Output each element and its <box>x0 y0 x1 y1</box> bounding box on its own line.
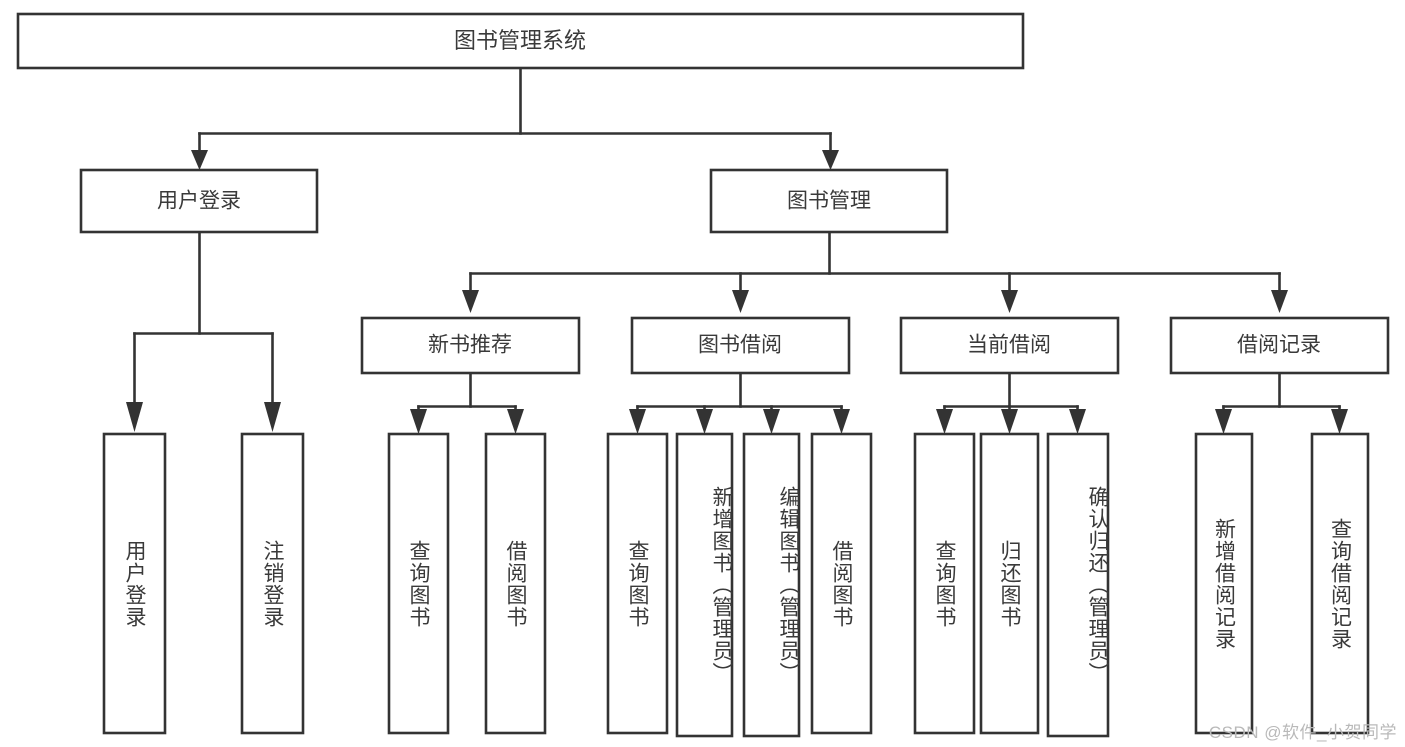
node-leaf-edit-book[interactable] <box>742 432 801 738</box>
node-root[interactable]: 图书管理系统 <box>16 12 1025 70</box>
connector-current-borrow-to-leaves <box>936 371 1086 434</box>
node-leaf-borrow-book-1[interactable] <box>484 432 547 735</box>
node-leaf-add-record[interactable] <box>1194 432 1254 735</box>
connector-borrow-record-to-leaves <box>1215 371 1348 434</box>
node-leaf-query-book-2[interactable] <box>606 432 669 735</box>
node-user-login-label: 用户登录 <box>157 190 241 213</box>
node-leaf-user-login[interactable] <box>102 432 167 735</box>
node-new-book-rec[interactable]: 新书推荐 <box>360 316 581 375</box>
node-leaf-confirm-return[interactable] <box>1046 432 1110 738</box>
node-leaf-query-book-1[interactable] <box>387 432 450 735</box>
connector-book-manage-to-level3 <box>462 230 1288 313</box>
node-borrow-record-label: 借阅记录 <box>1237 334 1321 357</box>
node-leaf-query-book-3[interactable] <box>913 432 976 735</box>
node-current-borrow-label: 当前借阅 <box>967 334 1051 357</box>
node-borrow-record[interactable]: 借阅记录 <box>1169 316 1390 375</box>
connector-root-to-level2 <box>191 66 839 170</box>
node-book-borrow[interactable]: 图书借阅 <box>630 316 851 375</box>
node-book-manage[interactable]: 图书管理 <box>709 168 949 234</box>
node-root-label: 图书管理系统 <box>454 28 586 53</box>
node-new-book-rec-label: 新书推荐 <box>428 334 512 357</box>
node-current-borrow[interactable]: 当前借阅 <box>899 316 1120 375</box>
connector-new-book-rec-to-leaves <box>410 371 524 434</box>
node-leaf-borrow-book-2[interactable] <box>810 432 873 735</box>
node-user-login[interactable]: 用户登录 <box>79 168 319 234</box>
connector-user-login-to-leaves <box>126 230 281 432</box>
node-leaf-logout[interactable] <box>240 432 305 735</box>
connector-book-borrow-to-leaves <box>629 371 850 434</box>
node-leaf-return-book[interactable] <box>979 432 1040 735</box>
node-leaf-query-record[interactable] <box>1310 432 1370 735</box>
node-book-manage-label: 图书管理 <box>787 190 871 213</box>
watermark: CSDN @软件_小贺同学 <box>1208 723 1397 742</box>
node-leaf-add-book[interactable] <box>675 432 734 738</box>
node-book-borrow-label: 图书借阅 <box>698 334 782 357</box>
